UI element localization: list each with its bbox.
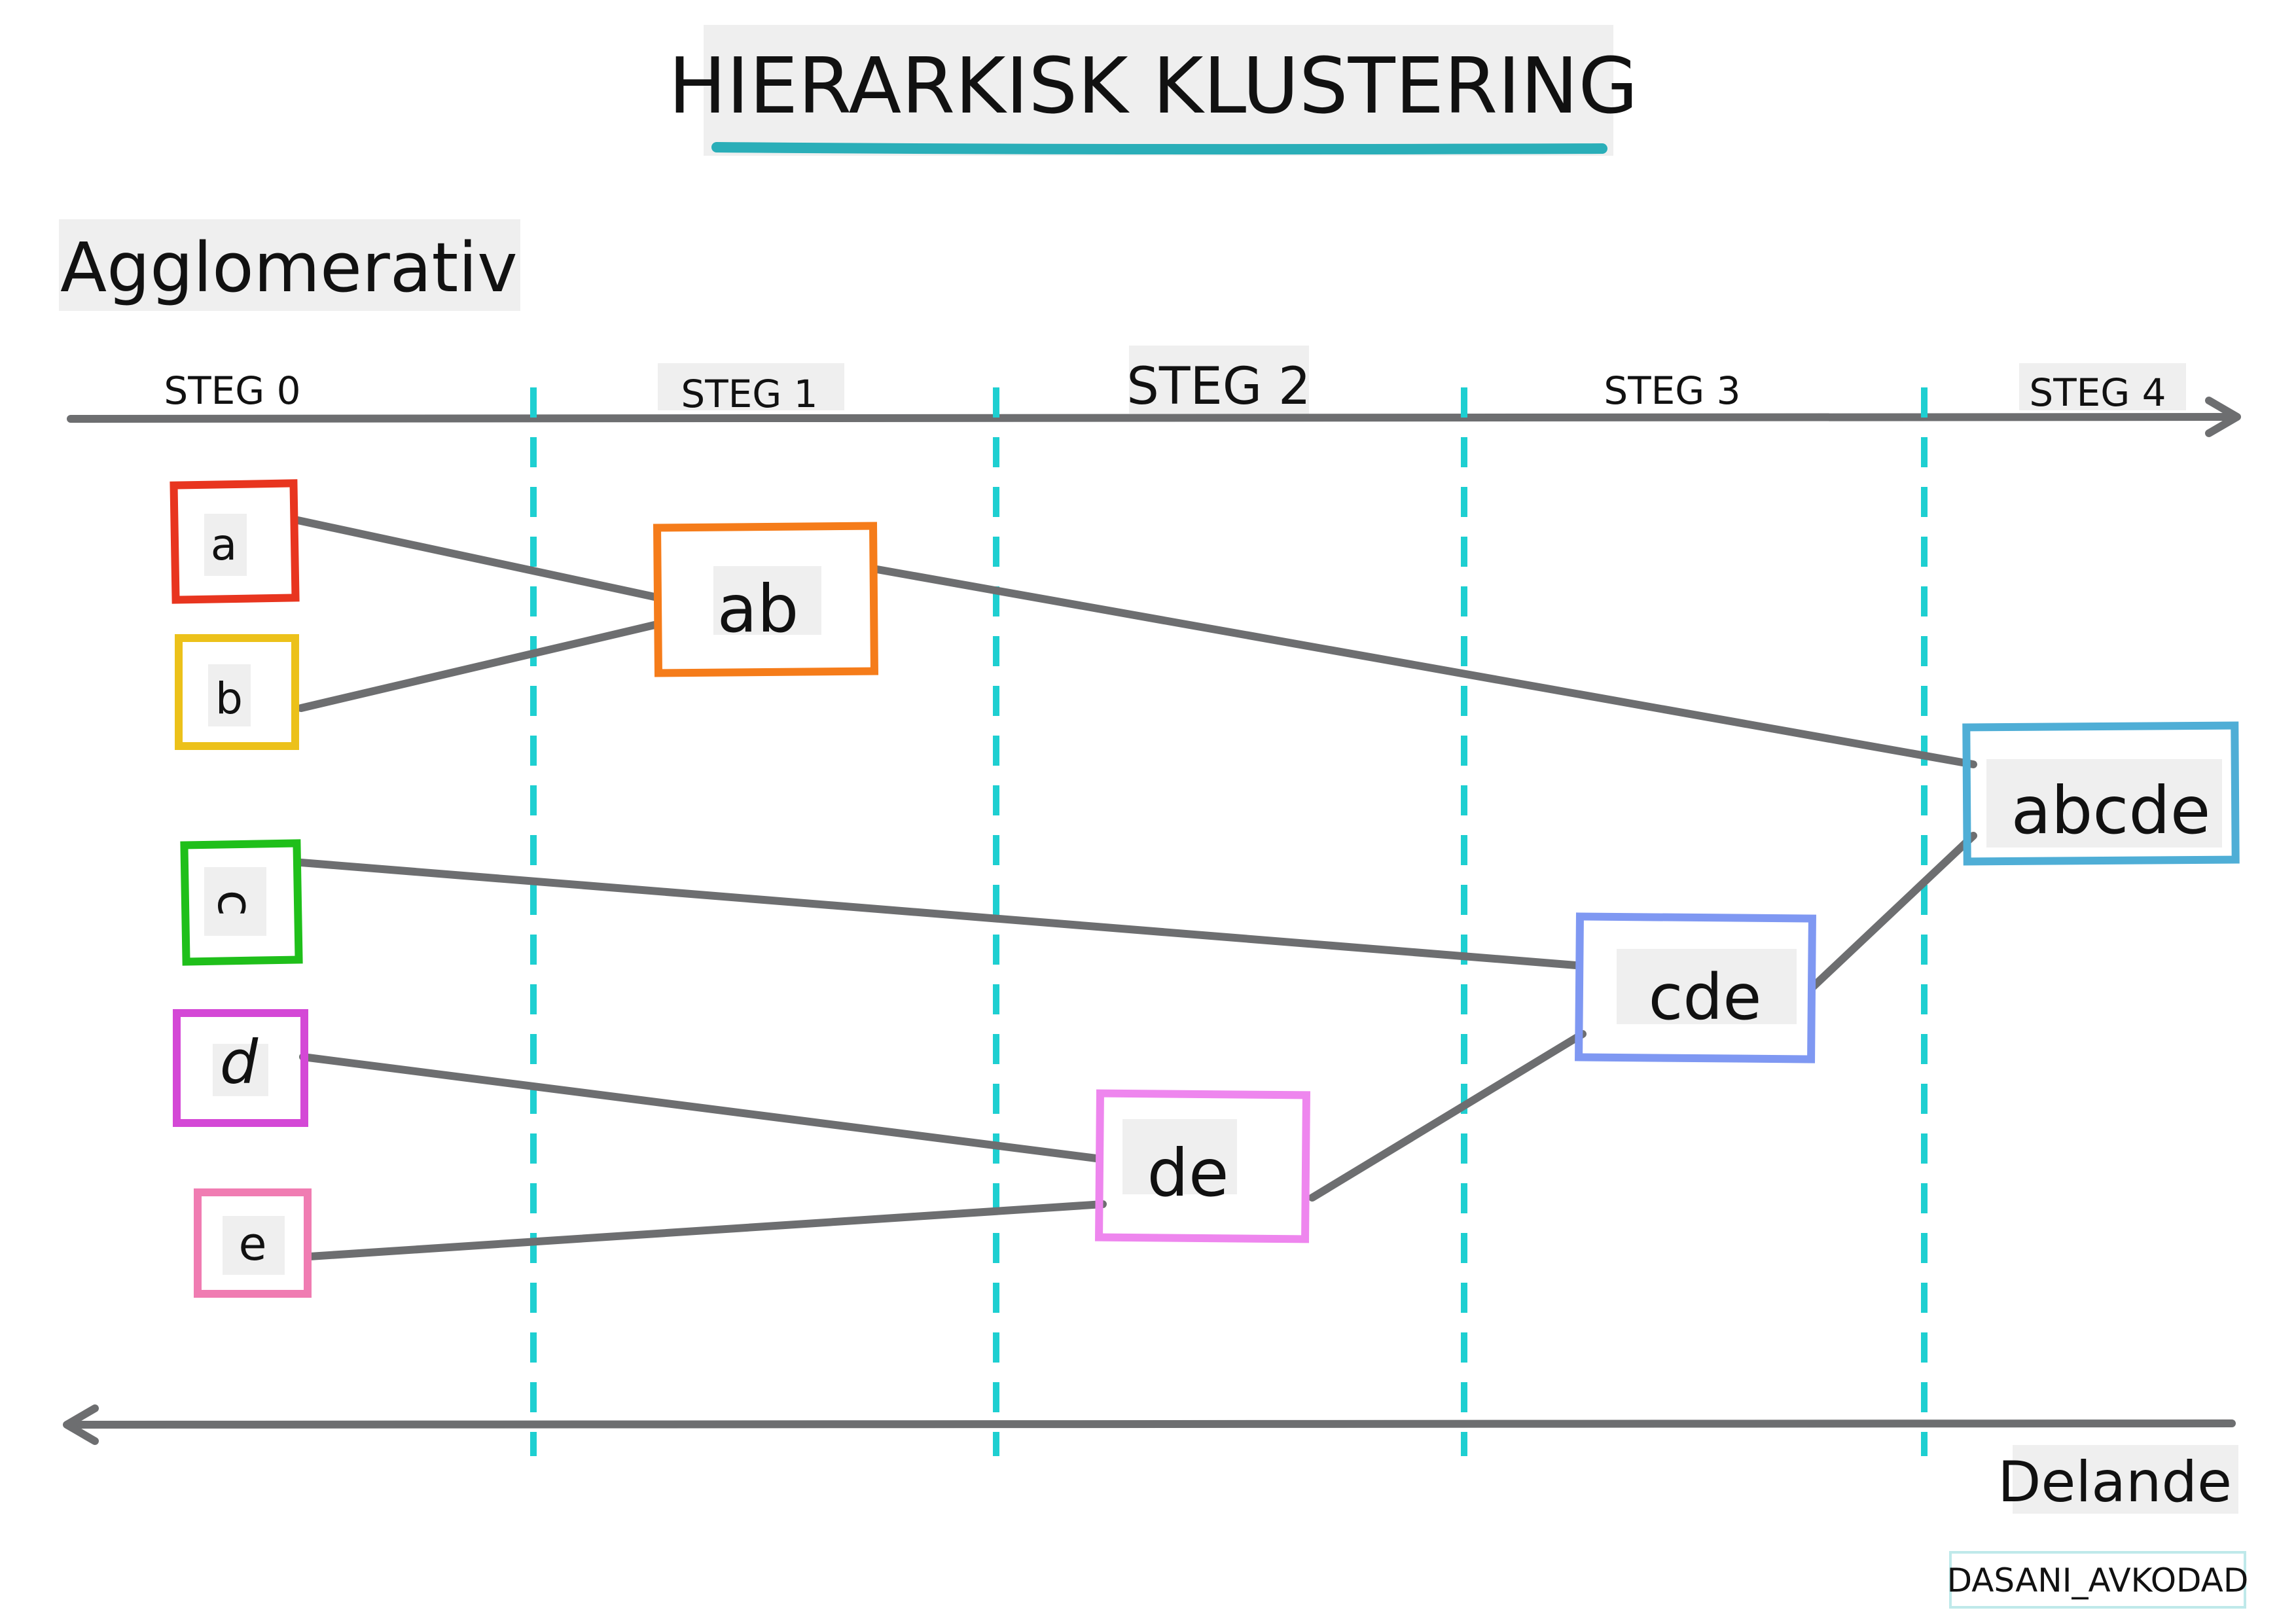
divisive-axis	[65, 1419, 2236, 1429]
connector-a-ab	[294, 516, 658, 601]
divisive-label-background	[2013, 1445, 2238, 1514]
connectors	[294, 516, 1977, 1260]
cluster-node-ab: ab	[653, 522, 879, 677]
leaf-label-background	[208, 664, 251, 726]
connector-cde-abcde	[1809, 832, 1977, 991]
cluster-node-cde: cde	[1575, 912, 1816, 1063]
step-dividers	[530, 387, 1928, 1456]
step-label-2: STEG 2	[1126, 357, 1310, 416]
credit-box	[1949, 1551, 2246, 1609]
leaf-node-e: e	[194, 1188, 312, 1298]
leaf-node-d: d	[173, 1009, 308, 1127]
connector-b-ab	[297, 621, 658, 712]
cluster-node-abcde: abcde	[1962, 721, 2240, 866]
connector-de-cde	[1308, 1030, 1587, 1202]
agglomerative-arrowhead	[2205, 397, 2241, 437]
agglomerative-label-background	[59, 219, 520, 311]
step-label-background	[2019, 363, 2186, 410]
cluster-label-background	[713, 566, 821, 635]
cluster-box	[1962, 721, 2240, 866]
cluster-label-background	[1617, 949, 1797, 1024]
cluster-box	[1575, 912, 1816, 1063]
leaf-label: d	[220, 1027, 259, 1097]
step-label-0: STEG 0	[164, 368, 300, 413]
page-title: HIERARKISK KLUSTERING	[668, 41, 1638, 131]
cluster-node-de: de	[1094, 1089, 1311, 1243]
leaf-label: e	[238, 1217, 266, 1271]
connector-e-de	[306, 1200, 1107, 1260]
credit-text: DASANI_AVKODAD	[1947, 1561, 2249, 1599]
leaf-box	[170, 479, 300, 604]
leaf-box	[180, 839, 303, 966]
leaf-node-a: a	[170, 479, 300, 604]
cluster-label-background	[1122, 1119, 1237, 1194]
leaf-label-background	[204, 867, 266, 936]
leaf-label-background	[223, 1216, 285, 1275]
leaf-label: b	[215, 673, 243, 724]
connector-d-de	[299, 1053, 1100, 1162]
cluster-label: ab	[717, 571, 799, 647]
leaf-label: a	[211, 520, 237, 570]
leaf-label-background	[213, 1044, 268, 1096]
step-label-background	[658, 363, 844, 410]
cluster-box	[653, 522, 879, 677]
step-label-background	[1129, 346, 1309, 414]
leaf-node-b: b	[175, 634, 299, 750]
divisive-label: Delande	[1998, 1450, 2232, 1515]
title-underline	[711, 142, 1607, 155]
agglomerative-axis	[67, 413, 2239, 423]
agglomerative-label: Agglomerativ	[60, 228, 518, 308]
step-label-3: STEG 3	[1604, 368, 1740, 413]
connector-c-cde	[297, 859, 1580, 969]
step-label-1: STEG 1	[681, 372, 817, 416]
leaf-label: c	[207, 890, 263, 917]
leaf-node-c: c	[180, 839, 303, 966]
cluster-label: cde	[1649, 961, 1762, 1034]
connector-ab-abcde	[873, 565, 1977, 768]
title-background	[704, 25, 1613, 156]
cluster-box	[1094, 1089, 1311, 1243]
leaf-label-background	[204, 514, 247, 576]
cluster-label: abcde	[2011, 772, 2211, 849]
leaf-box	[194, 1188, 312, 1298]
step-label-4: STEG 4	[2029, 370, 2166, 415]
leaf-box	[175, 634, 299, 750]
divisive-arrowhead	[63, 1404, 99, 1445]
cluster-label: de	[1147, 1135, 1229, 1211]
cluster-label-background	[1986, 759, 2222, 847]
leaf-box	[173, 1009, 308, 1127]
